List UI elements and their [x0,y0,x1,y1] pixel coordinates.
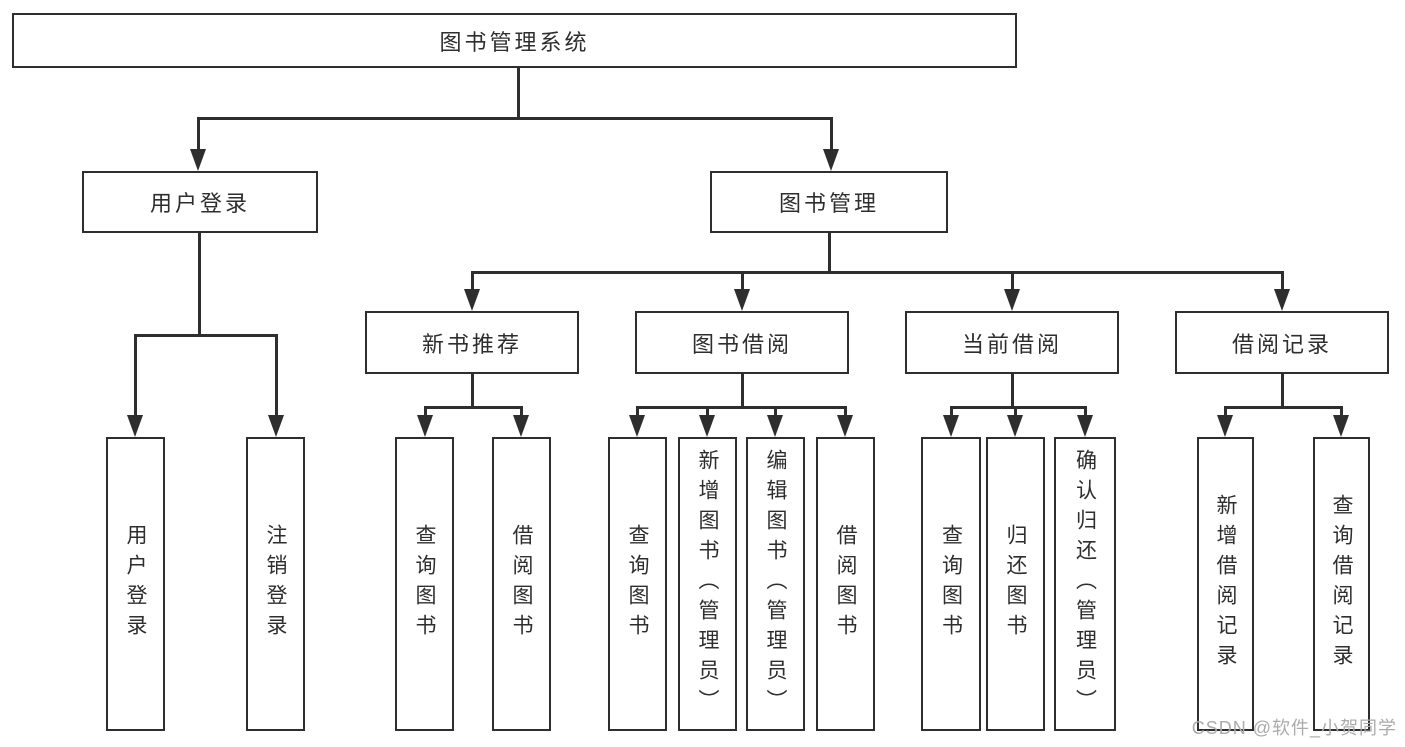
connector-line [636,406,639,418]
connector-line [1224,406,1227,418]
node-label: 借阅记录 [1231,331,1332,357]
connector-line [636,406,846,409]
leaf-label: 查询图书 [939,524,963,644]
arrow-down-icon [1217,415,1233,437]
connector-line [828,233,831,274]
arrow-down-icon [268,415,284,437]
connector-line [950,406,1086,409]
connector-line [134,334,137,416]
connector-line [471,271,1283,274]
leaf-label: 借阅图书 [834,524,857,644]
connector-line [741,271,744,291]
connector-line [198,233,201,336]
node-current-borrow: 当前借阅 [905,311,1119,374]
node-label: 用户登录 [149,191,250,216]
leaf-label: 新增图书（管理员） [696,449,719,719]
connector-line [275,334,278,416]
connector-line [1281,374,1284,408]
leaf-label: 查询借阅记录 [1330,494,1353,674]
connector-line [471,374,474,408]
arrow-down-icon [734,289,750,311]
arrow-down-icon [464,289,480,311]
connector-line [471,271,474,291]
leaf-edit-book-admin: 编辑图书（管理员） [746,437,805,731]
node-root: 图书管理系统 [12,13,1017,68]
leaf-label: 编辑图书（管理员） [764,449,787,719]
arrow-down-icon [1274,289,1290,311]
arrow-down-icon [1333,415,1349,437]
leaf-query-books-current: 查询图书 [921,437,981,731]
node-label: 图书管理系统 [439,29,590,55]
leaf-logout: 注销登录 [246,437,305,731]
arrow-down-icon [1077,415,1093,437]
leaf-query-books-recommend: 查询图书 [395,437,454,731]
leaf-add-book-admin: 新增图书（管理员） [678,437,737,731]
node-user-login: 用户登录 [82,171,318,233]
connector-line [1011,374,1014,408]
node-new-book-recommend: 新书推荐 [365,311,579,374]
arrow-down-icon [1004,289,1020,311]
connector-line [706,406,709,418]
connector-line [1224,406,1342,409]
connector-line [520,406,523,418]
leaf-return-book: 归还图书 [986,437,1045,731]
arrow-down-icon [699,415,715,437]
connector-line [774,406,777,418]
leaf-borrow-books-recommend: 借阅图书 [492,437,551,731]
connector-line [844,406,847,418]
node-label: 当前借阅 [961,331,1062,357]
arrow-down-icon [1007,415,1023,437]
connector-line [1084,406,1087,418]
connector-line [1340,406,1343,418]
leaf-label: 查询图书 [413,524,436,644]
arrow-down-icon [513,415,529,437]
leaf-borrow-books: 借阅图书 [816,437,875,731]
node-book-management: 图书管理 [710,171,948,233]
connector-line [134,334,278,337]
watermark: CSDN @软件_小贺同学 [1191,718,1397,738]
connector-line [197,117,832,120]
arrow-down-icon [190,149,206,171]
connector-line [424,406,523,409]
leaf-label: 用户登录 [124,524,147,644]
leaf-user-login: 用户登录 [106,437,165,731]
arrow-down-icon [823,149,839,171]
connector-line [1011,271,1014,291]
node-label: 新书推荐 [421,331,522,357]
leaf-label: 注销登录 [264,524,287,644]
leaf-query-books-borrow: 查询图书 [608,437,667,731]
arrow-down-icon [417,415,433,437]
leaf-add-borrow-record: 新增借阅记录 [1197,437,1254,731]
arrow-down-icon [767,415,783,437]
node-borrow-record: 借阅记录 [1175,311,1389,374]
connector-line [830,117,833,150]
arrow-down-icon [943,415,959,437]
arrow-down-icon [837,415,853,437]
node-label: 图书借阅 [691,331,792,357]
connector-line [197,117,200,150]
arrow-down-icon [629,415,645,437]
leaf-label: 新增借阅记录 [1214,494,1237,674]
arrow-down-icon [127,415,143,437]
leaf-confirm-return-admin: 确认归还（管理员） [1054,437,1116,731]
leaf-label: 归还图书 [1004,524,1027,644]
leaf-label: 借阅图书 [510,524,533,644]
leaf-label: 查询图书 [626,524,649,644]
connector-line [1281,271,1284,291]
node-label: 图书管理 [778,191,879,216]
connector-line [424,406,427,418]
leaf-label: 确认归还（管理员） [1073,449,1097,719]
connector-line [1014,406,1017,418]
connector-line [950,406,953,418]
node-book-borrow: 图书借阅 [635,311,849,374]
connector-line [741,374,744,408]
connector-line [517,68,520,119]
leaf-query-borrow-record: 查询借阅记录 [1313,437,1370,731]
